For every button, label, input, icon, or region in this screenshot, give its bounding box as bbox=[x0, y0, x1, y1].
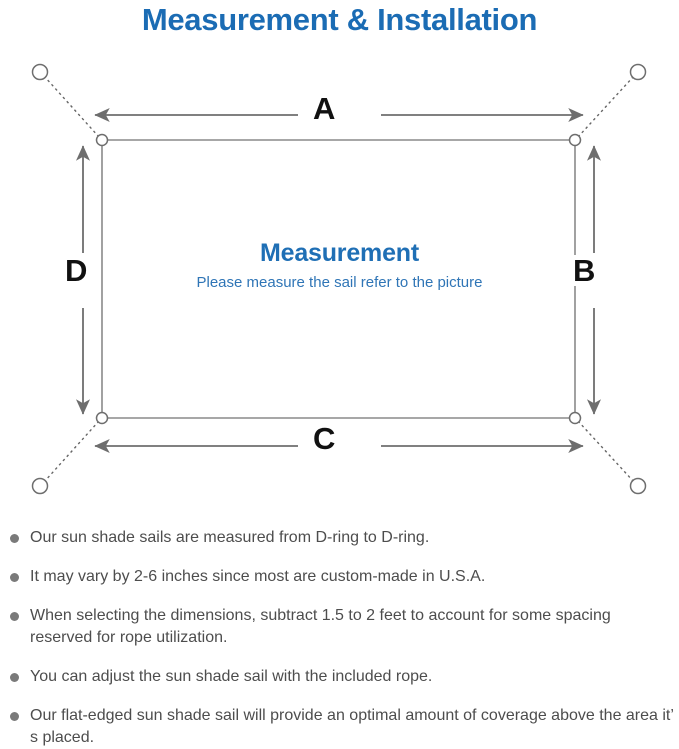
sail-measurement-diagram: A B C D Measurement Please measure the s… bbox=[0, 48, 679, 518]
diagram-svg bbox=[31, 63, 647, 495]
list-item: When selecting the dimensions, subtract … bbox=[10, 605, 675, 649]
list-item: Our sun shade sails are measured from D-… bbox=[10, 527, 675, 549]
page-title: Measurement & Installation bbox=[141, 2, 538, 37]
bullet-icon bbox=[10, 534, 19, 543]
anchor-point-bottom-left bbox=[31, 477, 49, 495]
bullet-icon bbox=[10, 612, 19, 621]
note-text: Our sun shade sails are measured from D-… bbox=[30, 529, 430, 546]
note-text: You can adjust the sun shade sail with t… bbox=[30, 668, 433, 685]
dimension-label-b: B bbox=[566, 255, 603, 286]
rope-line-bottom-right bbox=[577, 420, 635, 483]
rope-line-top-left bbox=[43, 75, 100, 138]
bullet-icon bbox=[10, 712, 19, 721]
bullet-icon bbox=[10, 673, 19, 682]
rope-line-top-right bbox=[577, 75, 635, 138]
dimension-label-c: C bbox=[306, 423, 343, 454]
list-item: It may vary by 2-6 inches since most are… bbox=[10, 566, 675, 588]
bullet-icon bbox=[10, 573, 19, 582]
note-text: When selecting the dimensions, subtract … bbox=[30, 607, 611, 646]
anchor-point-top-right bbox=[629, 63, 647, 81]
list-item: You can adjust the sun shade sail with t… bbox=[10, 666, 675, 688]
dimension-label-a: A bbox=[306, 93, 343, 124]
d-ring-top-right bbox=[568, 133, 582, 147]
note-text: It may vary by 2-6 inches since most are… bbox=[30, 568, 486, 585]
sail-rectangle bbox=[101, 139, 576, 419]
d-ring-bottom-right bbox=[568, 411, 582, 425]
notes-list: Our sun shade sails are measured from D-… bbox=[10, 527, 675, 749]
dimension-label-d: D bbox=[58, 255, 95, 286]
d-ring-bottom-left bbox=[95, 411, 109, 425]
note-text: Our flat-edged sun shade sail will provi… bbox=[30, 707, 674, 746]
rope-line-bottom-left bbox=[43, 420, 100, 483]
anchor-point-top-left bbox=[31, 63, 49, 81]
anchor-point-bottom-right bbox=[629, 477, 647, 495]
list-item: Our flat-edged sun shade sail will provi… bbox=[10, 705, 675, 749]
d-ring-top-left bbox=[95, 133, 109, 147]
